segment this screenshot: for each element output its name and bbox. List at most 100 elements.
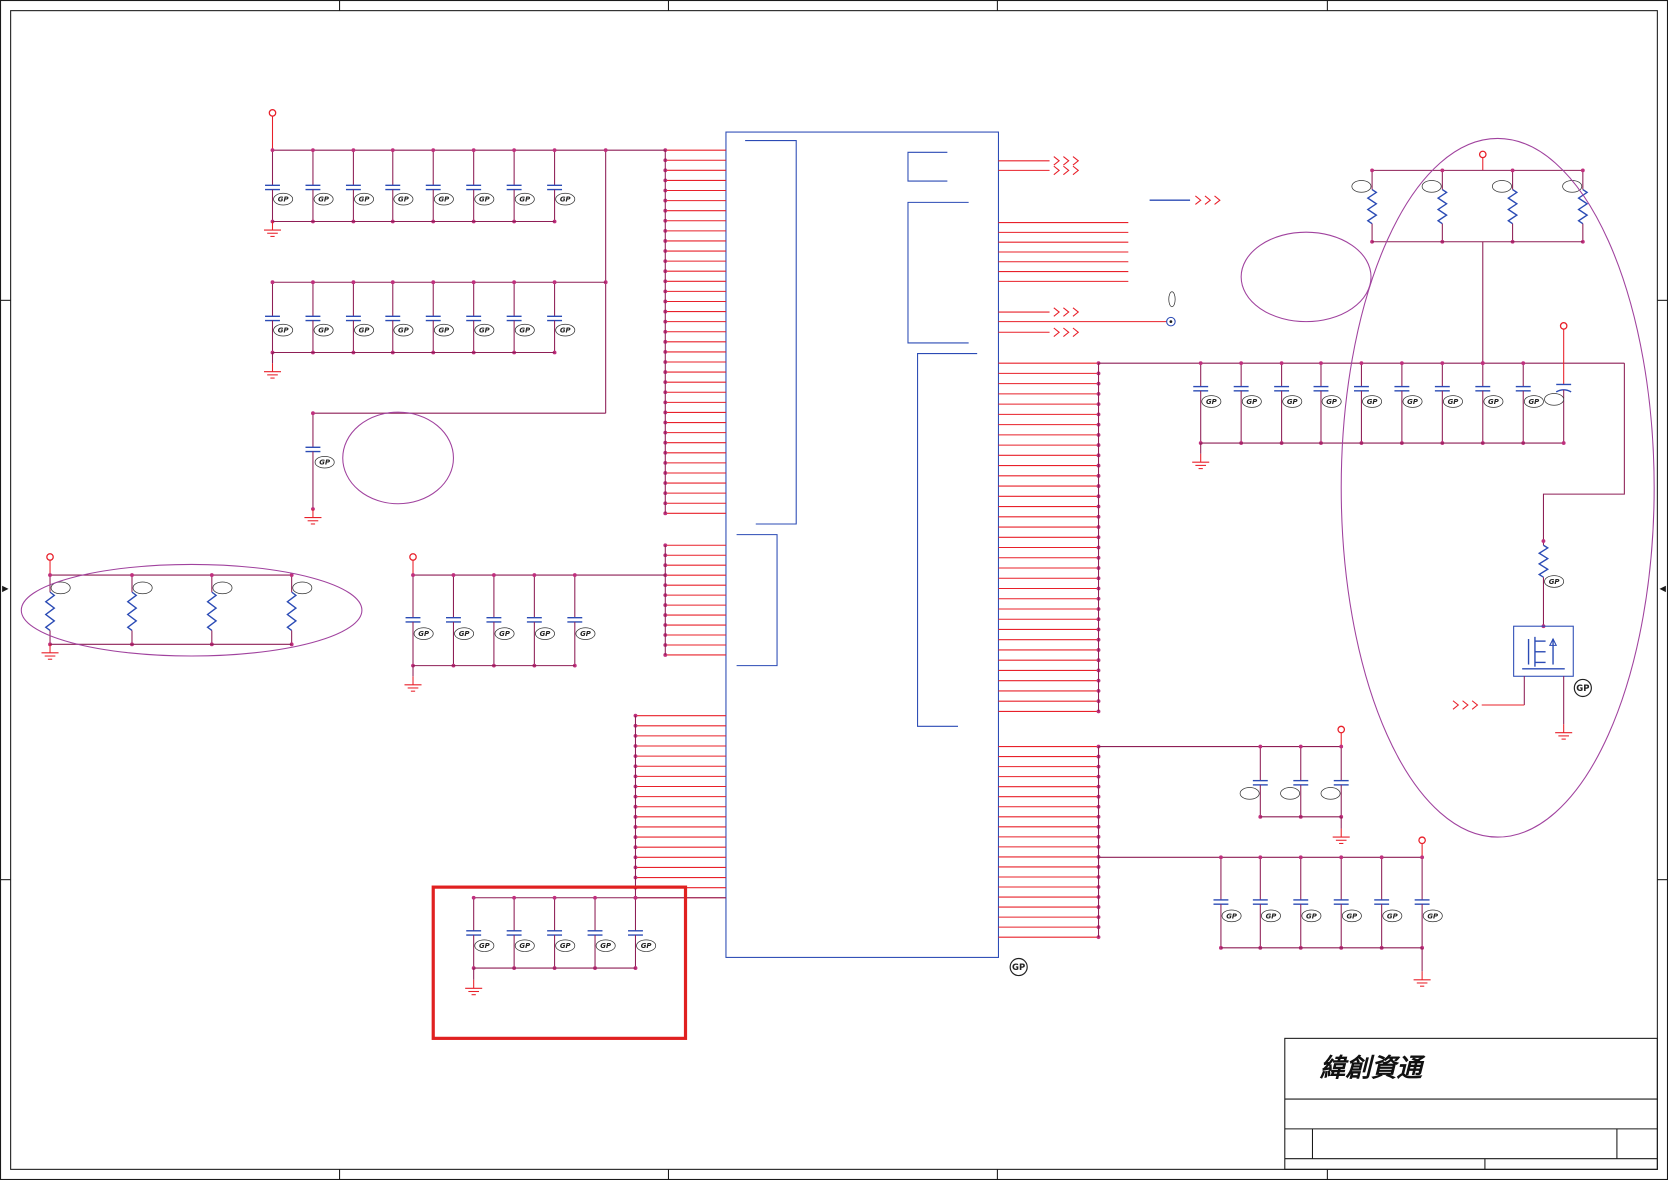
component-tag-label: GP [560,196,571,204]
mosfet-package [1513,625,1574,677]
component-tag-label: GP [1427,912,1438,920]
resistor-body [1436,188,1448,225]
test-point-center [1169,320,1173,324]
component-tag-label: GP [519,942,530,950]
junction-dot [289,573,294,578]
junction-dot [552,280,557,285]
switch-net [1542,363,1625,542]
component-tag [555,323,576,337]
junction-dot [1258,855,1263,860]
junction-dot [532,573,537,578]
gp-marker-label: GP [1012,963,1025,973]
component-tag-label: GP [580,630,591,638]
junction-dot [130,573,134,578]
component-tag-label: GP [278,327,289,335]
offpage-arrow [1063,165,1070,176]
component-tag [555,939,576,952]
junction-dot [1440,168,1445,173]
component-tag-label: GP [1206,398,1217,406]
title-block-frame [1284,1037,1658,1170]
component-tag-label: GP [1488,398,1499,406]
component-tag [50,581,71,595]
ic-pin-group-bracket [907,201,969,344]
component-tag [1282,395,1303,408]
component-tag-label: GP [560,942,571,950]
offpage-arrow [1195,195,1202,205]
resistor-body [1507,188,1519,225]
component-tag [393,192,414,206]
test-point-tag [1168,291,1176,308]
annotation-ellipse [20,563,363,657]
component-tag [1491,180,1512,193]
junction-dot [1279,361,1284,366]
junction-dot [1219,855,1223,860]
component-tag [1280,787,1301,800]
junction-dot [1521,361,1526,366]
power-port [1418,836,1426,845]
offpage-arrow [1063,307,1070,317]
junction-dot [1561,441,1566,445]
component-tag-label: GP [540,630,551,638]
junction-dot [48,573,52,578]
component-tag [1544,393,1565,406]
offpage-arrow [1462,700,1469,710]
highlight-box [431,885,688,1040]
component-tag [1320,787,1341,800]
component-tag [535,627,555,640]
component-tag-label: GP [519,196,530,204]
junction-dot [572,573,577,578]
component-tag-label: GP [600,942,611,950]
junction-dot [512,280,517,285]
component-tag [273,323,294,337]
component-tag [273,192,294,206]
component-tag-label: GP [359,196,370,204]
offpage-arrow [1072,327,1080,337]
component-tag-label: GP [641,942,652,950]
power-port [1337,725,1346,734]
resistor-body [1577,188,1589,225]
offpage-arrow [1214,195,1221,205]
component-tag [1443,395,1463,408]
junction-dot [311,148,315,153]
component-tag-label: GP [560,327,571,335]
zone-center-arrow [1659,585,1666,593]
component-tag-label: GP [519,327,530,335]
component-tag-label: GP [1326,398,1337,406]
junction-dot [1298,744,1303,749]
junction-dot [289,642,294,647]
junction-dot [1370,168,1374,173]
component-tag [1402,395,1423,408]
offpage-arrow [1063,156,1070,166]
component-tag [393,323,414,337]
gp-marker [1573,678,1592,698]
offpage-arrow [1072,165,1080,176]
component-tag-label: GP [1549,578,1560,586]
component-tag-label: GP [1529,398,1540,406]
junction-dot [411,573,415,578]
component-tag-label: GP [1226,912,1237,920]
component-tag-label: GP [479,196,490,204]
component-tag [1301,909,1322,923]
component-tag-label: GP [318,327,329,335]
component-tag [1221,909,1242,923]
component-tag-label: GP [319,459,330,467]
junction-dot [390,148,395,153]
component-tag-label: GP [359,327,370,335]
offpage-arrow [1053,165,1060,176]
power-port [46,553,54,561]
junction-dot [663,511,668,516]
annotation-ellipse [1340,137,1655,838]
resistor-body [126,591,138,632]
component-tag [433,192,454,206]
component-tag-label: GP [499,630,510,638]
component-tag [555,192,576,206]
junction-dot [552,148,557,153]
resistor-body [206,591,218,632]
power-port [1478,150,1487,159]
component-tag [1421,180,1442,193]
junction-dot [1399,361,1404,366]
junction-dot [1510,168,1515,173]
component-tag-label: GP [418,630,429,638]
junction-dot [1480,361,1485,366]
